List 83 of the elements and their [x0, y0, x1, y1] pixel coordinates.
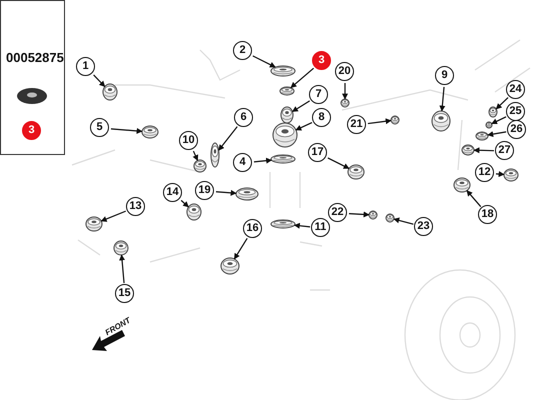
coil-spring-drawing: [432, 110, 450, 132]
bump-stop-drawing: [280, 106, 294, 124]
bushing-drawing: [386, 214, 394, 222]
leader-line: [439, 86, 446, 112]
leader-line: [110, 128, 143, 134]
dust-boot-drawing: [272, 122, 298, 148]
leader-line: [328, 157, 350, 170]
leader-line: [491, 116, 506, 124]
callout-number: 21: [347, 115, 366, 134]
callout-number: 17: [308, 143, 327, 162]
callout-number: 6: [234, 108, 253, 127]
bushing-drawing: [368, 210, 378, 220]
leader-line: [218, 126, 238, 151]
callout-number: 3: [22, 121, 41, 140]
callout-number: 14: [163, 183, 182, 202]
callout-number: 27: [495, 141, 514, 160]
ball-joint-drawing: [348, 164, 364, 180]
leader-line: [192, 150, 198, 162]
washer-drawing: [270, 154, 296, 164]
leader-line: [473, 147, 494, 154]
callout-number: 4: [233, 153, 252, 172]
leader-line: [295, 122, 312, 131]
bushing-drawing: [340, 98, 350, 108]
leader-line: [290, 68, 314, 88]
leader-line: [234, 238, 248, 260]
bushing-drawing: [102, 84, 118, 100]
bushing-drawing: [86, 216, 102, 232]
callout-number: 19: [195, 181, 214, 200]
leader-line: [93, 74, 106, 88]
bearing-drawing: [280, 86, 294, 96]
leader-line: [119, 254, 126, 284]
leader-line: [393, 218, 414, 225]
strut-mount-drawing: [270, 66, 296, 76]
leader-line: [342, 83, 348, 100]
bushing-drawing: [488, 106, 498, 118]
ball-joint-drawing: [454, 178, 470, 192]
washer-drawing: [270, 220, 296, 228]
leader-line: [496, 171, 505, 178]
callout-number: 10: [179, 131, 198, 150]
callout-number: 26: [507, 120, 526, 139]
leader-line: [294, 222, 310, 229]
stabilizer-link-drawing: [210, 142, 220, 168]
callout-number: 15: [115, 284, 134, 303]
leader-line: [100, 210, 126, 222]
leader-line: [466, 190, 482, 208]
bushing-drawing: [194, 160, 206, 172]
callout-number: 3: [312, 51, 331, 70]
callout-number: 16: [243, 219, 262, 238]
bushing-drawing: [142, 126, 158, 138]
leader-line: [180, 200, 189, 208]
callout-number: 22: [328, 203, 347, 222]
bushing-drawing: [462, 144, 474, 156]
leader-line: [216, 190, 237, 196]
leader-line: [292, 100, 310, 112]
callout-number: 8: [312, 108, 331, 127]
part-number: 00052875: [6, 50, 64, 65]
ball-joint-drawing: [504, 168, 518, 182]
callout-number: 1: [76, 57, 95, 76]
callout-number: 7: [309, 85, 328, 104]
callout-number: 23: [414, 217, 433, 236]
bushing-drawing: [114, 240, 128, 256]
washer-drawing: [476, 132, 488, 140]
bushing-drawing: [390, 116, 400, 124]
callout-number: 11: [311, 218, 330, 237]
leader-line: [252, 55, 276, 68]
callout-number: 12: [475, 163, 494, 182]
callout-number: 5: [90, 118, 109, 137]
leader-line: [348, 211, 370, 218]
callout-number: 25: [506, 102, 525, 121]
bearing-drawing: [236, 188, 258, 200]
ball-joint-drawing: [220, 258, 240, 274]
leader-line: [254, 158, 272, 164]
callout-number: 2: [233, 41, 252, 60]
leader-line: [496, 97, 508, 110]
leader-line: [487, 131, 506, 138]
callout-number: 13: [126, 197, 145, 216]
callout-number: 9: [435, 66, 454, 85]
callout-number: 18: [478, 205, 497, 224]
leader-line: [368, 118, 392, 124]
callout-number: 20: [335, 62, 354, 81]
bushing-drawing: [186, 204, 202, 220]
bushing-drawing: [486, 122, 492, 128]
callout-number: 24: [506, 80, 525, 99]
